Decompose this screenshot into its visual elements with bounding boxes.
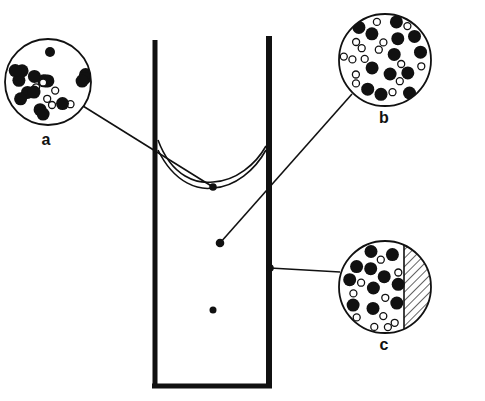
molecule [9, 64, 22, 77]
molecule [340, 53, 347, 60]
part-letter: a [42, 132, 51, 148]
molecule [418, 63, 425, 70]
molecule [392, 278, 405, 291]
vapour-molecule [45, 47, 55, 57]
molecule [28, 86, 41, 99]
molecule [390, 297, 403, 310]
molecule [378, 270, 391, 283]
molecule [353, 314, 360, 321]
molecule-dot [210, 307, 217, 314]
molecule [56, 97, 69, 110]
molecule [380, 313, 387, 320]
molecule [414, 46, 427, 59]
molecule [384, 68, 397, 81]
molecule [367, 302, 380, 315]
tube-walls [152, 36, 272, 387]
molecule [350, 260, 363, 273]
molecule [364, 262, 377, 275]
molecule [365, 245, 378, 258]
molecule [350, 290, 357, 297]
molecule [373, 18, 380, 25]
molecule [28, 70, 41, 83]
molecule [361, 55, 368, 62]
molecule [398, 61, 405, 68]
molecule [14, 92, 27, 105]
part-letter: b [379, 110, 389, 126]
zoom-circles [5, 14, 431, 333]
molecule [375, 88, 388, 101]
molecule [401, 66, 414, 79]
meniscus [158, 140, 266, 188]
molecule [404, 23, 411, 30]
molecule [40, 79, 47, 86]
molecule [49, 102, 56, 109]
molecule [52, 87, 59, 94]
molecule [358, 279, 365, 286]
molecule [386, 248, 399, 261]
molecule [395, 269, 402, 276]
molecule [37, 108, 50, 121]
molecule [396, 78, 403, 85]
molecule [349, 56, 356, 63]
molecule [403, 87, 416, 100]
molecule [365, 27, 378, 40]
molecule [353, 80, 360, 87]
molecule [371, 323, 378, 330]
molecule [353, 39, 360, 46]
molecule [391, 319, 398, 326]
molecule [388, 48, 401, 61]
molecule [39, 75, 52, 88]
molecule [76, 75, 89, 88]
molecule [384, 324, 391, 331]
molecule [375, 46, 382, 53]
molecule [380, 39, 387, 46]
molecule [358, 45, 365, 52]
molecule [367, 282, 380, 295]
molecule [366, 61, 379, 74]
molecule [44, 95, 51, 102]
part-letter: c [380, 337, 389, 353]
molecule [347, 299, 360, 312]
molecule [408, 30, 421, 43]
molecule [382, 294, 389, 301]
leader-lines [83, 94, 352, 272]
molecule [343, 273, 356, 286]
molecule [361, 83, 374, 96]
molecule [377, 256, 384, 263]
molecule [389, 89, 396, 96]
molecule [352, 71, 359, 78]
molecule [391, 32, 404, 45]
